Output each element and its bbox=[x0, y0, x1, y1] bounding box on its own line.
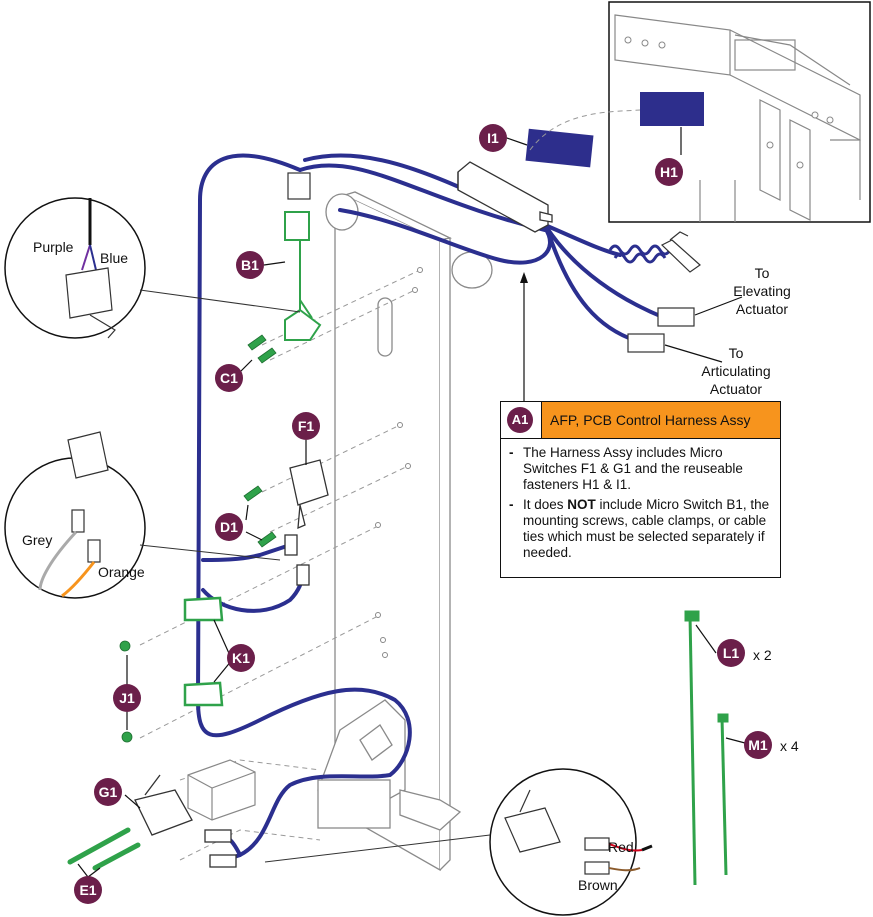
callout-j1: J1 bbox=[113, 684, 141, 712]
callout-h1: H1 bbox=[655, 158, 683, 186]
screws-e1 bbox=[67, 827, 141, 871]
callout-badges: I1 H1 B1 C1 F1 D1 K1 J1 G1 E1 L1 M1 bbox=[74, 124, 772, 904]
screws bbox=[119, 334, 277, 743]
connector-articulating bbox=[627, 333, 665, 353]
callout-m1: M1 bbox=[744, 731, 772, 759]
detail-circle-g1 bbox=[264, 768, 653, 916]
callout-f1: F1 bbox=[292, 412, 320, 440]
svg-text:Actuator: Actuator bbox=[710, 381, 762, 397]
svg-text:Elevating: Elevating bbox=[733, 283, 791, 299]
info-note-1: The Harness Assy includes Micro Switches… bbox=[509, 445, 772, 493]
micro-switch-g1 bbox=[134, 774, 237, 868]
pcb-housing bbox=[457, 161, 553, 233]
svg-text:J1: J1 bbox=[119, 690, 135, 706]
wire-label-orange: Orange bbox=[98, 564, 145, 580]
svg-text:M1: M1 bbox=[748, 737, 768, 753]
qty-l1: x 2 bbox=[753, 647, 772, 663]
wire-label-purple: Purple bbox=[33, 239, 74, 255]
cable-tie-m1 bbox=[717, 713, 729, 876]
jack-plug bbox=[660, 231, 701, 273]
callout-k1: K1 bbox=[227, 644, 255, 672]
svg-text:E1: E1 bbox=[79, 882, 96, 898]
callout-i1: I1 bbox=[479, 124, 507, 152]
svg-text:B1: B1 bbox=[241, 257, 259, 273]
svg-text:H1: H1 bbox=[660, 164, 678, 180]
svg-text:F1: F1 bbox=[298, 418, 315, 434]
svg-text:To: To bbox=[755, 265, 770, 281]
info-box-header: A1 AFP, PCB Control Harness Assy bbox=[501, 402, 780, 439]
svg-text:L1: L1 bbox=[723, 645, 740, 661]
callout-g1: G1 bbox=[94, 778, 122, 806]
svg-text:Articulating: Articulating bbox=[701, 363, 770, 379]
upright-bracket bbox=[317, 191, 493, 872]
info-note-2: It does NOT include Micro Switch B1, the… bbox=[509, 497, 772, 561]
callout-l1: L1 bbox=[717, 639, 745, 667]
inset-frame-h1 bbox=[608, 1, 871, 223]
callout-e1: E1 bbox=[74, 876, 102, 904]
wire-label-brown: Brown bbox=[578, 877, 618, 893]
detail-circle-f1 bbox=[4, 431, 281, 599]
wire-label-grey: Grey bbox=[22, 532, 52, 548]
cable-tie-l1 bbox=[684, 610, 700, 886]
wire-label-red: Red bbox=[608, 839, 634, 855]
svg-text:I1: I1 bbox=[487, 130, 499, 146]
callout-b1: B1 bbox=[236, 251, 264, 279]
info-box-notes: The Harness Assy includes Micro Switches… bbox=[501, 445, 780, 561]
svg-text:G1: G1 bbox=[99, 784, 118, 800]
svg-text:To: To bbox=[729, 345, 744, 361]
micro-switch-f1 bbox=[284, 459, 329, 586]
connector-elevating bbox=[657, 307, 695, 327]
spacer-block bbox=[187, 759, 256, 821]
svg-text:K1: K1 bbox=[232, 650, 250, 666]
fastener-h1 bbox=[640, 92, 704, 126]
micro-switch-b1 bbox=[284, 211, 322, 341]
callout-d1: D1 bbox=[215, 513, 243, 541]
cable-clamps-k1 bbox=[183, 596, 224, 707]
coiled-cable bbox=[608, 244, 672, 264]
dest-elevating: To Elevating Actuator bbox=[733, 265, 791, 317]
qty-m1: x 4 bbox=[780, 738, 799, 754]
svg-text:D1: D1 bbox=[220, 519, 238, 535]
dest-articulating: To Articulating Actuator bbox=[701, 345, 770, 397]
detail-circle-b1 bbox=[4, 197, 301, 339]
svg-text:C1: C1 bbox=[220, 370, 238, 386]
info-box-title: AFP, PCB Control Harness Assy bbox=[541, 402, 780, 438]
connector-top bbox=[287, 172, 311, 200]
wire-label-blue: Blue bbox=[100, 250, 128, 266]
info-box-badge: A1 bbox=[507, 407, 533, 433]
fastener-i1 bbox=[525, 128, 594, 168]
svg-text:Actuator: Actuator bbox=[736, 301, 788, 317]
harness-info-box: A1 AFP, PCB Control Harness Assy The Har… bbox=[500, 401, 781, 578]
callout-c1: C1 bbox=[215, 364, 243, 392]
